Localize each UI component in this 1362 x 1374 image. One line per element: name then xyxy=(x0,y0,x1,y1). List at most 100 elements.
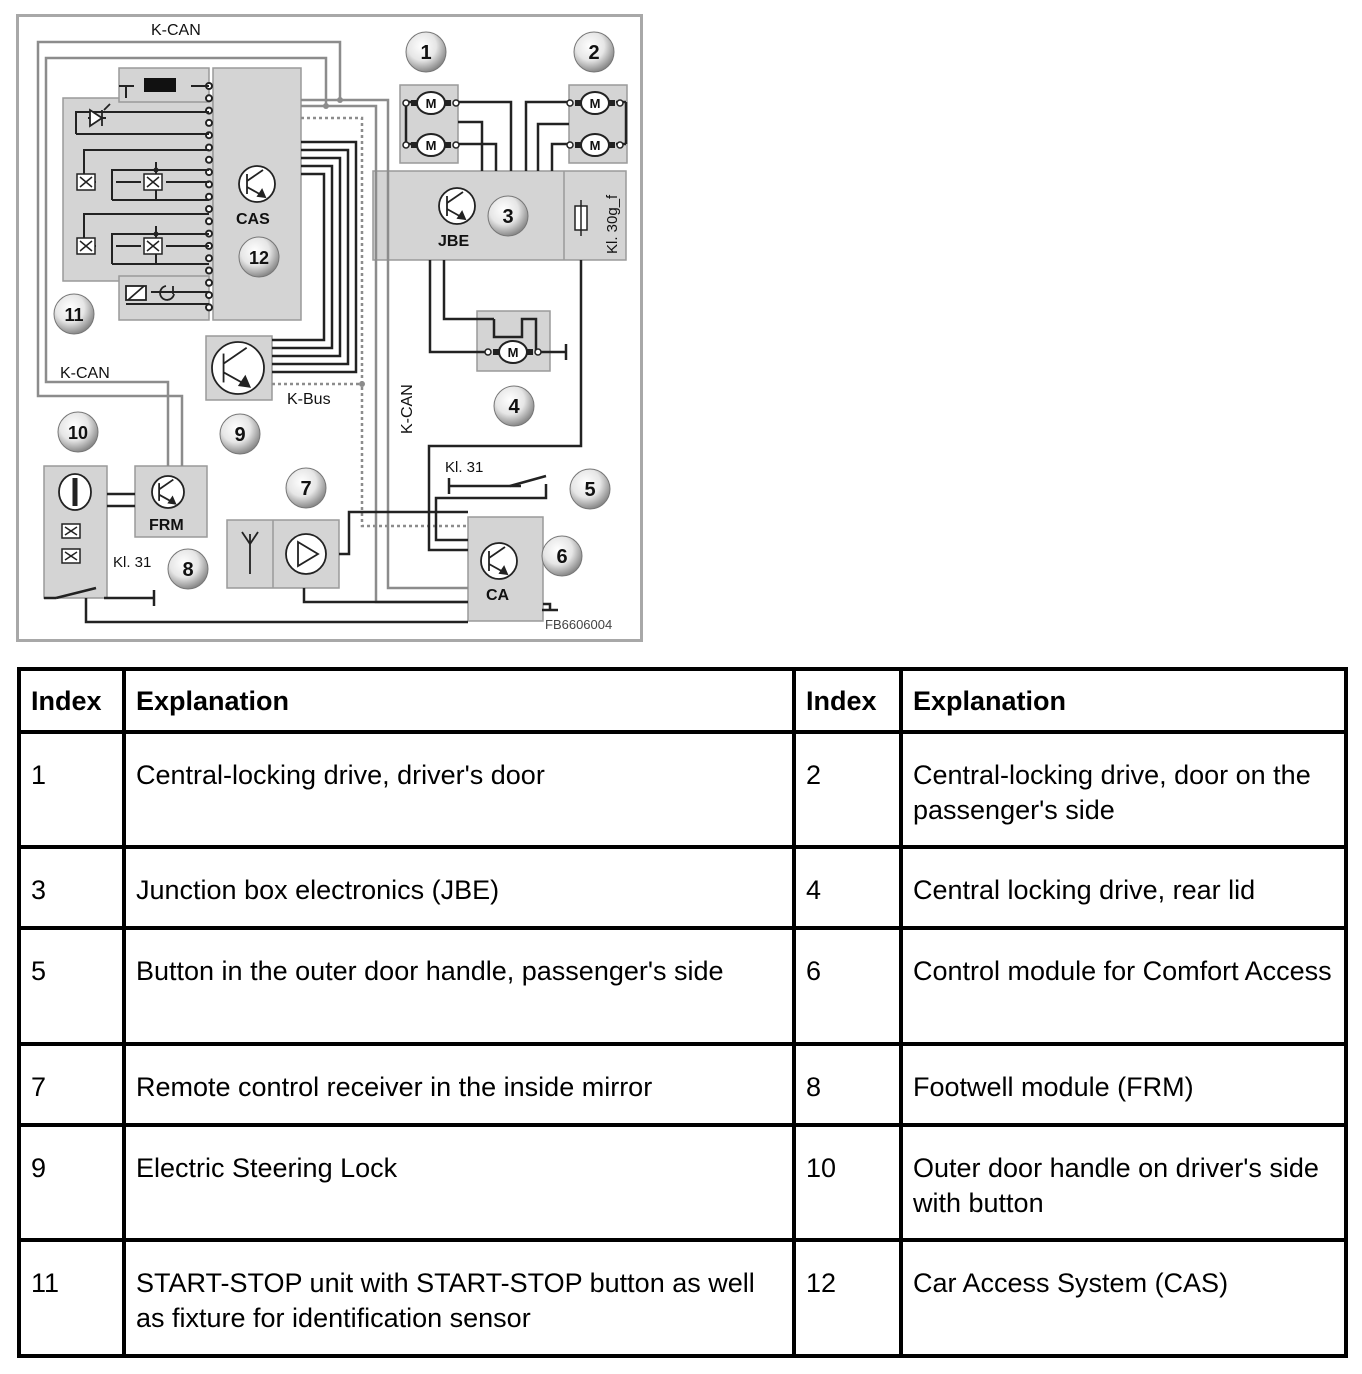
header-explanation-left: Explanation xyxy=(122,667,796,734)
callout-label: 5 xyxy=(584,479,595,501)
fuse-icon xyxy=(574,200,588,236)
kcan-vertical-label: K-CAN xyxy=(399,384,416,434)
table-row: 3 Junction box electronics (JBE) 4 Centr… xyxy=(17,845,1348,930)
cas-pin xyxy=(205,217,213,226)
motor-icon: M xyxy=(484,340,542,364)
explanation-cell: Central-locking drive, driver's door xyxy=(122,730,796,849)
callout-label: 8 xyxy=(182,559,193,581)
kl30-label: Kl. 30g_f xyxy=(604,194,621,254)
index-cell: 7 xyxy=(17,1042,126,1127)
callout-label: 7 xyxy=(300,478,311,500)
explanation-cell: Car Access System (CAS) xyxy=(899,1238,1348,1358)
callout-label: 10 xyxy=(68,423,88,443)
callout-11: 11 xyxy=(53,293,95,335)
kcan-left-label: K-CAN xyxy=(60,365,110,382)
cas-pin xyxy=(205,205,213,213)
resistor-symbol xyxy=(144,78,176,92)
explanation-cell: Remote control receiver in the inside mi… xyxy=(122,1042,796,1127)
jbe-label: JBE xyxy=(438,233,469,250)
motor-label: M xyxy=(426,96,437,111)
callout-4: 4 xyxy=(493,385,535,427)
callout-6: 6 xyxy=(541,535,583,577)
transistor-icon xyxy=(438,187,476,225)
antenna-icon xyxy=(241,531,259,574)
kbus-label: K-Bus xyxy=(287,391,331,408)
transistor-icon xyxy=(238,165,276,203)
callout-label: 4 xyxy=(508,396,520,418)
callout-8: 8 xyxy=(167,548,209,590)
motor-icon: M xyxy=(402,133,460,157)
header-index-right: Index xyxy=(792,667,903,734)
callout-12: 12 xyxy=(238,236,280,278)
callout-7: 7 xyxy=(285,467,327,509)
index-cell: 12 xyxy=(792,1238,903,1358)
amplifier-icon xyxy=(285,533,327,575)
start-stop-button-icon xyxy=(89,103,111,128)
explanation-cell: Button in the outer door handle, passeng… xyxy=(122,926,796,1046)
motor-icon: M xyxy=(566,133,624,157)
explanation-cell: Electric Steering Lock xyxy=(122,1123,796,1242)
explanation-cell: Footwell module (FRM) xyxy=(899,1042,1348,1127)
legend-table: Index Explanation Index Explanation 1 Ce… xyxy=(17,667,1348,1358)
table-row: 11 START-STOP unit with START-STOP butto… xyxy=(17,1238,1348,1358)
explanation-cell: Central-locking drive, door on the passe… xyxy=(899,730,1348,849)
callout-label: 1 xyxy=(420,42,431,64)
table-row: 5 Button in the outer door handle, passe… xyxy=(17,926,1348,1046)
index-cell: 3 xyxy=(17,845,126,930)
explanation-cell: Control module for Comfort Access xyxy=(899,926,1348,1046)
cas-pin xyxy=(205,303,213,312)
callout-label: 6 xyxy=(556,546,567,568)
table-row: 9 Electric Steering Lock 10 Outer door h… xyxy=(17,1123,1348,1242)
kl31-label-switch: Kl. 31 xyxy=(445,459,483,476)
index-cell: 6 xyxy=(792,926,903,1046)
cas-pin xyxy=(205,118,213,127)
frm-label: FRM xyxy=(149,517,184,534)
header-explanation-right: Explanation xyxy=(899,667,1348,734)
cas-pin xyxy=(205,192,213,201)
index-cell: 9 xyxy=(17,1123,126,1242)
table-row: 1 Central-locking drive, driver's door 2… xyxy=(17,730,1348,849)
callout-5: 5 xyxy=(569,468,611,510)
index-cell: 10 xyxy=(792,1123,903,1242)
index-cell: 5 xyxy=(17,926,126,1046)
index-cell: 8 xyxy=(792,1042,903,1127)
index-cell: 4 xyxy=(792,845,903,930)
ca-label: CA xyxy=(486,587,510,604)
transistor-icon xyxy=(480,542,518,580)
callout-label: 12 xyxy=(249,248,269,268)
index-cell: 11 xyxy=(17,1238,126,1358)
cas-pin xyxy=(205,278,213,287)
callout-label: 2 xyxy=(588,42,599,64)
kl31-label-handle: Kl. 31 xyxy=(113,554,151,571)
transistor-icon xyxy=(211,341,265,395)
ca-box xyxy=(467,516,544,622)
explanation-cell: Outer door handle on driver's side with … xyxy=(899,1123,1348,1242)
callout-2: 2 xyxy=(573,31,615,73)
callout-3: 3 xyxy=(487,195,529,237)
motor-label: M xyxy=(508,345,519,360)
cas-pin xyxy=(205,266,213,275)
door-handle-icon xyxy=(58,473,92,511)
transistor-icon xyxy=(151,475,185,509)
callout-label: 3 xyxy=(502,206,513,228)
callout-9: 9 xyxy=(219,413,261,455)
motor-icon: M xyxy=(402,91,460,115)
index-cell: 1 xyxy=(17,730,126,849)
motor-icon: M xyxy=(566,91,624,115)
figure-code: FB6606004 xyxy=(545,617,612,632)
cas-label: CAS xyxy=(236,211,270,228)
table-row: 7 Remote control receiver in the inside … xyxy=(17,1042,1348,1127)
motor-label: M xyxy=(590,96,601,111)
cas-pin xyxy=(205,155,213,164)
explanation-cell: Central locking drive, rear lid xyxy=(899,845,1348,930)
motor-label: M xyxy=(590,138,601,153)
callout-1: 1 xyxy=(405,31,447,73)
legend-header-row: Index Explanation Index Explanation xyxy=(17,667,1348,734)
index-cell: 2 xyxy=(792,730,903,849)
motor-label: M xyxy=(426,138,437,153)
explanation-cell: START-STOP unit with START-STOP button a… xyxy=(122,1238,796,1358)
cas-pin xyxy=(205,94,213,103)
identification-sensor-icon xyxy=(125,285,175,301)
callout-10: 10 xyxy=(57,411,99,453)
